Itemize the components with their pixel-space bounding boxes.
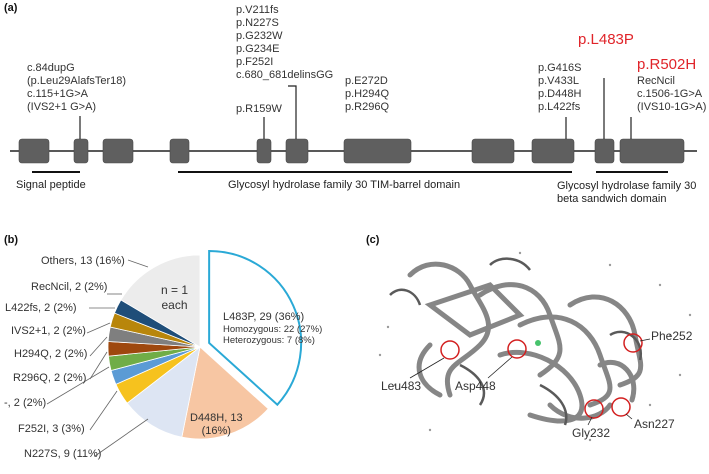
circle-gly232 bbox=[584, 399, 604, 419]
panel-c-label: (c) bbox=[366, 234, 380, 246]
mutation-group-4: p.E272D p.H294Q p.R296Q bbox=[345, 75, 390, 113]
pie-slice-d448h bbox=[181, 346, 269, 440]
green-ligand bbox=[535, 340, 541, 346]
label-r296q: R296Q, 2 (2%) bbox=[13, 372, 87, 384]
mutation-pie-chart bbox=[46, 249, 303, 457]
leader-n227s bbox=[94, 418, 149, 457]
circle-asp448 bbox=[507, 339, 527, 359]
label-phe252: Phe252 bbox=[651, 329, 693, 343]
leader-dash bbox=[46, 366, 110, 405]
signal-peptide-label: Signal peptide bbox=[16, 179, 86, 191]
mutation-group-5: p.G416S p.V433L p.D448H p.L422fs bbox=[538, 62, 582, 113]
label-asp448: Asp448 bbox=[455, 379, 496, 393]
label-l422fs: L422fs, 2 (2%) bbox=[5, 302, 77, 314]
label-n1-each: n = 1 each bbox=[161, 283, 189, 312]
leader-asp448 bbox=[487, 356, 513, 379]
pointer-g2 bbox=[288, 85, 297, 139]
leader-leu483 bbox=[409, 357, 445, 379]
label-h294q: H294Q, 2 (2%) bbox=[14, 348, 88, 360]
label-f252i: F252I, 3 (3%) bbox=[18, 423, 85, 435]
leader-gly232 bbox=[587, 416, 593, 426]
label-n227s: N227S, 9 (11%) bbox=[24, 448, 102, 460]
panel-b-label: (b) bbox=[4, 234, 19, 246]
exon-9 bbox=[531, 138, 575, 164]
protein-structure bbox=[378, 251, 692, 442]
label-ivs2: IVS2+1, 2 (2%) bbox=[11, 325, 86, 337]
exon-10 bbox=[594, 138, 615, 164]
exon-4 bbox=[169, 138, 190, 164]
leader-h294q bbox=[89, 336, 108, 357]
label-d448h: D448H, 13 (16%) bbox=[190, 412, 243, 437]
exon-2 bbox=[73, 138, 89, 164]
gene-diagram bbox=[10, 78, 697, 173]
beta-sandwich-label: Glycosyl hydrolase family 30 beta sandwi… bbox=[557, 180, 697, 205]
exon-7 bbox=[343, 138, 412, 164]
mutation-group-3: p.R159W bbox=[236, 103, 282, 115]
pie-slice-n227s bbox=[126, 346, 201, 438]
label-others: Others, 13 (16%) bbox=[41, 255, 125, 267]
panel-a-label: (a) bbox=[4, 2, 18, 14]
leader-others bbox=[127, 259, 149, 268]
label-asn227: Asn227 bbox=[634, 417, 675, 431]
leader-r296q bbox=[89, 351, 108, 380]
exon-6 bbox=[285, 138, 309, 164]
label-recncil: RecNcil, 2 (2%) bbox=[31, 281, 108, 293]
leader-phe252 bbox=[639, 338, 651, 342]
mutation-r502h: p.R502H bbox=[637, 56, 697, 73]
exon-3 bbox=[102, 138, 134, 164]
exon-1 bbox=[18, 138, 50, 164]
exon-8 bbox=[471, 138, 515, 164]
tim-barrel-label: Glycosyl hydrolase family 30 TIM-barrel … bbox=[228, 179, 461, 191]
leader-ivs2 bbox=[86, 322, 111, 334]
mutation-group-1: c.84dupG (p.Leu29AlafsTer18) c.115+1G>A … bbox=[27, 62, 127, 113]
mutation-group-8: RecNcil c.1506-1G>A (IVS10-1G>A) bbox=[637, 75, 707, 113]
label-leu483: Leu483 bbox=[381, 379, 422, 393]
leader-asn227 bbox=[625, 413, 633, 420]
exon-5 bbox=[256, 138, 272, 164]
leader-f252i bbox=[89, 390, 118, 431]
label-gly232: Gly232 bbox=[572, 426, 611, 440]
mutation-group-2: p.V211fs p.N227S p.G232W p.G234E p.F252I… bbox=[236, 4, 334, 81]
circle-asn227 bbox=[611, 397, 631, 417]
label-l483p: L483P, 29 (36%) Homozygous: 22 (27%) Het… bbox=[223, 311, 323, 346]
label-dash: -, 2 (2%) bbox=[4, 397, 47, 409]
mutation-l483p: p.L483P bbox=[578, 31, 634, 48]
exon-11 bbox=[619, 138, 685, 164]
circle-phe252 bbox=[623, 333, 643, 353]
pie-slice-l483p bbox=[208, 249, 303, 407]
circle-leu483 bbox=[440, 340, 460, 360]
pie-slice-others bbox=[120, 254, 201, 348]
